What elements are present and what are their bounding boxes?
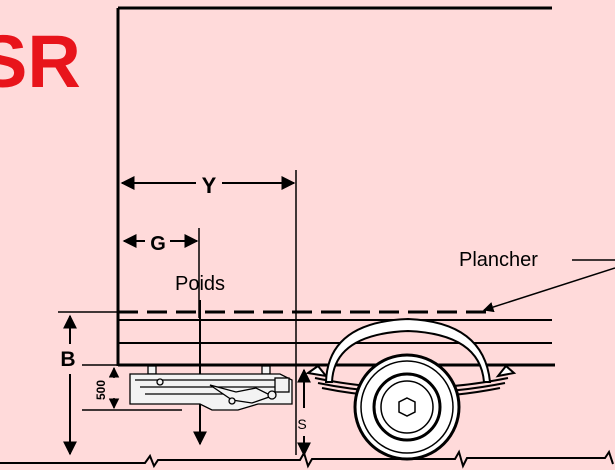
b-dimension (58, 311, 120, 456)
b-label: B (60, 348, 75, 371)
y-dimension (120, 170, 297, 455)
landing-gear-mechanism (129, 365, 293, 411)
ground-line (0, 449, 614, 469)
plancher-arrow (483, 267, 615, 313)
fender (324, 317, 492, 383)
title-text: SR (0, 20, 81, 103)
wheel (353, 353, 461, 461)
y-label: Y (202, 173, 217, 198)
s-label: S (297, 416, 306, 432)
plancher-label: Plancher (459, 249, 538, 271)
g-label: G (150, 233, 166, 255)
dim-500-label: 500 (94, 380, 108, 400)
poids-label: Poids (175, 273, 225, 295)
dim-500 (82, 364, 182, 411)
